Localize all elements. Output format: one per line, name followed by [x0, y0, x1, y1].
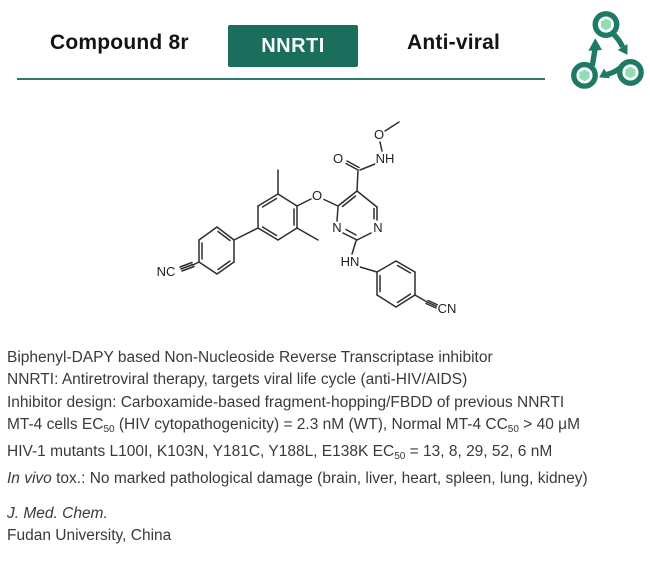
note-line: NNRTI: Antiretroviral therapy, targets v…: [7, 371, 468, 389]
note-line: In vivo tox.: No marked pathological dam…: [7, 470, 588, 488]
atom-label-amide-nh: NH: [376, 151, 395, 166]
header-divider: [17, 78, 545, 80]
atom-label-anilino-hn: HN: [341, 254, 360, 269]
note-line: MT-4 cells EC50 (HIV cytopathogenicity) …: [7, 415, 580, 435]
atom-label-pyrimidine-n-right: N: [373, 220, 382, 235]
cycle-arrows-logo: [571, 11, 644, 89]
atom-label-carbonyl-o: O: [333, 151, 343, 166]
journal-reference: J. Med. Chem.: [7, 505, 108, 522]
affiliation: Fudan University, China: [7, 527, 172, 544]
compound-title: Compound 8r: [50, 31, 189, 54]
note-line: HIV-1 mutants L100I, K103N, Y181C, Y188L…: [7, 443, 553, 463]
footer: J. Med. Chem. Fudan University, China: [7, 503, 171, 547]
notes-block: Biphenyl-DAPY based Non-Nucleoside Rever…: [7, 347, 647, 491]
atom-label-left-nitrile: NC: [157, 264, 176, 279]
atom-label-ether-o: O: [312, 188, 322, 203]
molecule-structure: O NH O O N N HN NC CN: [155, 121, 458, 318]
atom-label-right-nitrile: CN: [438, 301, 457, 316]
note-line: Inhibitor design: Carboxamide-based frag…: [7, 393, 565, 411]
note-line: Biphenyl-DAPY based Non-Nucleoside Rever…: [7, 349, 493, 366]
logo-loops: [571, 11, 644, 89]
atom-label-methoxy-o: O: [374, 127, 384, 142]
category-label: Anti-viral: [407, 31, 501, 54]
class-badge: NNRTI: [228, 25, 358, 67]
atom-label-pyrimidine-n-left: N: [332, 220, 341, 235]
logo-hexagons: [579, 18, 636, 82]
logo-arrowheads: [588, 38, 628, 79]
